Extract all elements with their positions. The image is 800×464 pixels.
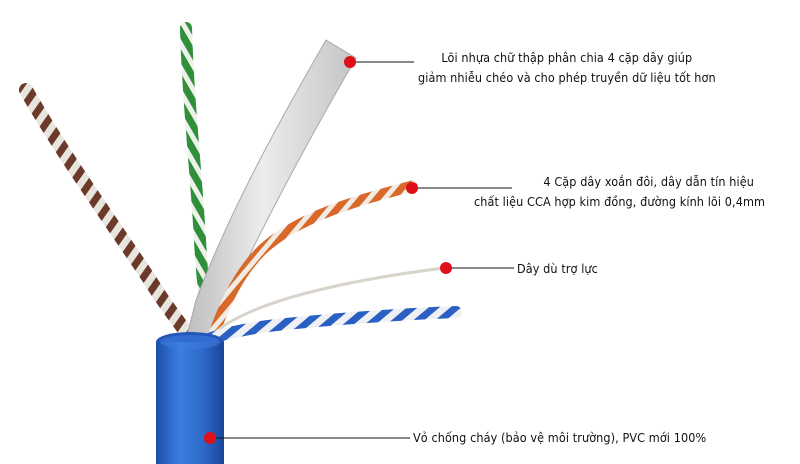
callout-twisted-pairs: 4 Cặp dây xoắn đôi, dây dẫn tín hiệu chấ… [474, 172, 766, 212]
callout-cross-spline: Lõi nhựa chữ thập phân chia 4 cặp dây gi… [418, 48, 716, 88]
callout-line: giảm nhiễu chéo và cho phép truyền dữ li… [418, 70, 716, 85]
callout-3-pointer [440, 262, 514, 274]
callout-line: Dây dù trợ lực [517, 261, 598, 276]
callout-ripcord: Dây dù trợ lực [517, 259, 598, 279]
callout-2-pointer [406, 182, 512, 194]
callout-line: 4 Cặp dây xoắn đôi, dây dẫn tín hiệu [543, 174, 754, 189]
blue-twisted-pair [200, 306, 462, 346]
callout-1-pointer [344, 56, 414, 68]
brown-twisted-pair [19, 83, 197, 345]
cross-spline-core [185, 39, 357, 341]
ripcord [212, 266, 446, 336]
callout-line: Lõi nhựa chữ thập phân chia 4 cặp dây gi… [441, 50, 693, 65]
callout-line: chất liệu CCA hợp kim đồng, đường kính l… [474, 194, 766, 209]
blue-pvc-jacket [156, 342, 224, 464]
callout-line: Vỏ chống cháy (bảo vệ môi trường), PVC m… [413, 430, 707, 445]
orange-twisted-pair [208, 180, 418, 340]
callout-jacket: Vỏ chống cháy (bảo vệ môi trường), PVC m… [413, 428, 706, 448]
callout-4-pointer [204, 432, 410, 444]
